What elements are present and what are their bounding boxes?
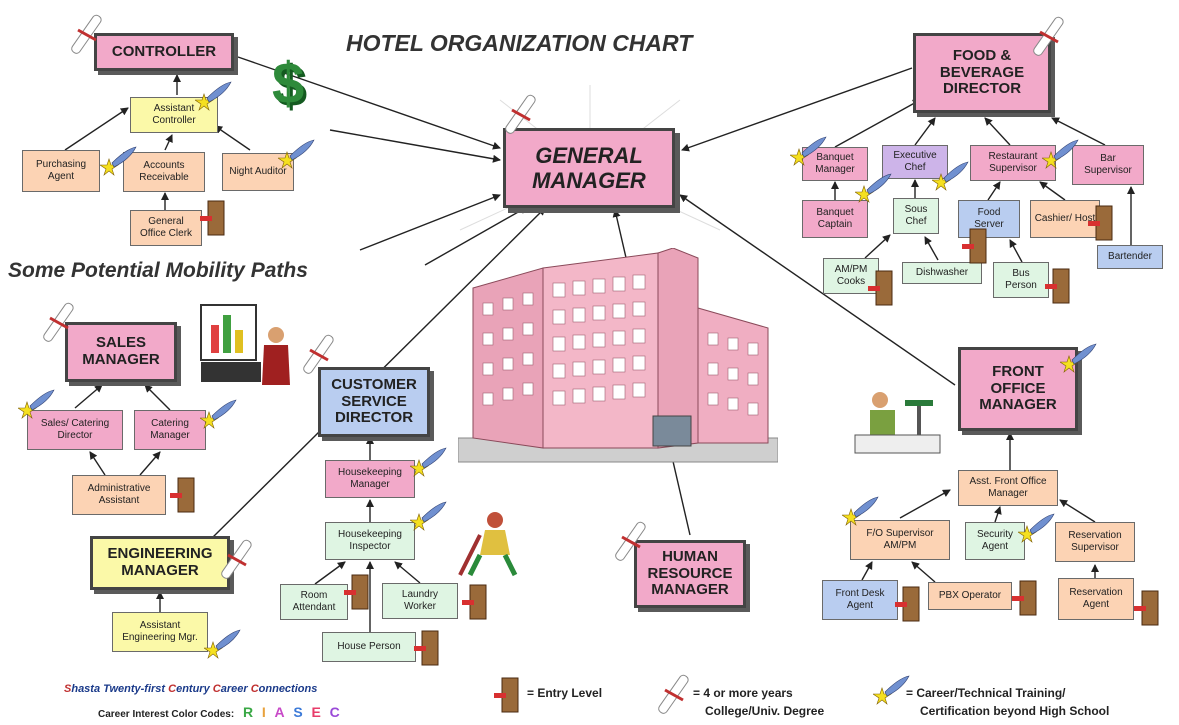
- hotel-building-icon: [458, 248, 778, 463]
- diploma-icon: [43, 302, 74, 342]
- star-feather-icon: [1042, 139, 1079, 169]
- bar-supervisor-box: Bar Supervisor: [1072, 145, 1144, 185]
- banquet-captain-box: Banquet Captain: [802, 200, 868, 238]
- asst-front-office-manager-box: Asst. Front Office Manager: [958, 470, 1058, 506]
- bus-person-box: Bus Person: [993, 262, 1049, 298]
- housekeeper-icon: [458, 512, 518, 577]
- star-feather-icon: [1060, 343, 1097, 373]
- door-icon: [1012, 580, 1037, 616]
- customer-service-director-box: CUSTOMER SERVICE DIRECTOR: [318, 367, 430, 437]
- door-icon: [494, 677, 519, 713]
- diploma-icon: [221, 539, 252, 579]
- star-feather-icon: [855, 173, 892, 203]
- accounts-receivable-box: Accounts Receivable: [123, 152, 205, 192]
- door-icon: [414, 630, 439, 666]
- diploma-icon: [71, 14, 102, 54]
- door-icon: [344, 574, 369, 610]
- star-feather-icon: [842, 496, 879, 526]
- administrative-assistant-box: Administrative Assistant: [72, 475, 166, 515]
- sous-chef-box: Sous Chef: [893, 198, 939, 234]
- food-server-box: Food Server: [958, 200, 1020, 238]
- color-codes: Career Interest Color Codes: R I A S E C: [98, 704, 340, 720]
- restaurant-supervisor-box: Restaurant Supervisor: [970, 145, 1056, 181]
- housekeeping-manager-box: Housekeeping Manager: [325, 460, 415, 498]
- star-feather-icon: [195, 81, 232, 111]
- star-feather-icon: [1018, 513, 1055, 543]
- room-attendant-box: Room Attendant: [280, 584, 348, 620]
- star-feather-icon: [873, 675, 910, 705]
- reservation-agent-box: Reservation Agent: [1058, 578, 1134, 620]
- diploma-icon: [658, 674, 689, 714]
- human-resource-manager-box: HUMAN RESOURCE MANAGER: [634, 540, 746, 608]
- reader-icon: [854, 392, 941, 454]
- star-feather-icon: [18, 389, 55, 419]
- legend-degree-line2: College/Univ. Degree: [705, 704, 825, 718]
- star-feather-icon: [790, 136, 827, 166]
- catering-manager-box: Catering Manager: [134, 410, 206, 450]
- banquet-manager-box: Banquet Manager: [802, 147, 868, 181]
- housekeeping-inspector-box: Housekeeping Inspector: [325, 522, 415, 560]
- star-feather-icon: [410, 447, 447, 477]
- credit-line: Shasta Twenty-first Century Career Conne…: [64, 683, 318, 695]
- assistant-engineering-mgr-box: Assistant Engineering Mgr.: [112, 612, 208, 652]
- reservation-supervisor-box: Reservation Supervisor: [1055, 522, 1135, 562]
- sales-catering-director-box: Sales/ Catering Director: [27, 410, 123, 450]
- door-icon: [1134, 590, 1159, 626]
- door-icon: [1088, 205, 1113, 241]
- link-fb-gm: [681, 67, 913, 152]
- legend-training-line2: Certification beyond High School: [920, 704, 1110, 718]
- fb-director-box: FOOD & BEVERAGE DIRECTOR: [913, 33, 1051, 113]
- door-icon: [1045, 268, 1070, 304]
- star-feather-icon: [932, 161, 969, 191]
- link-front-gm: [679, 194, 956, 386]
- fo-supervisor-box: F/O Supervisor AM/PM: [850, 520, 950, 560]
- executive-chef-box: Executive Chef: [882, 145, 948, 179]
- controller-box: CONTROLLER: [94, 33, 234, 71]
- door-icon: [962, 228, 987, 264]
- legend-training-line1: = Career/Technical Training/: [906, 686, 1066, 700]
- general-manager-box: GENERAL MANAGER: [503, 128, 675, 208]
- bartender-box: Bartender: [1097, 245, 1163, 269]
- star-feather-icon: [278, 139, 315, 169]
- general-office-clerk-box: General Office Clerk: [130, 210, 202, 246]
- star-feather-icon: [100, 146, 137, 176]
- link-accounts-gm: [329, 129, 501, 163]
- door-icon: [200, 200, 225, 236]
- star-feather-icon: [410, 501, 447, 531]
- door-icon: [868, 270, 893, 306]
- door-icon: [170, 477, 195, 513]
- presenter-icon: [200, 304, 290, 385]
- diploma-icon: [505, 94, 536, 134]
- door-icon: [895, 586, 920, 622]
- diploma-icon: [303, 334, 334, 374]
- legend-degree-line1: = 4 or more years: [693, 686, 793, 700]
- legend-entry-level: = Entry Level: [527, 686, 603, 700]
- laundry-worker-box: Laundry Worker: [382, 583, 458, 619]
- link-sales-gm: [359, 193, 501, 251]
- door-icon: [462, 584, 487, 620]
- dishwasher-box: Dishwasher: [902, 262, 982, 284]
- pbx-operator-box: PBX Operator: [928, 582, 1012, 610]
- diploma-icon: [615, 521, 646, 561]
- security-agent-box: Security Agent: [965, 522, 1025, 560]
- link-csd-gm: [424, 206, 528, 266]
- house-person-box: House Person: [322, 632, 416, 662]
- link-controller-gm: [237, 56, 501, 150]
- dollar-icon: $: [272, 51, 305, 116]
- engineering-manager-box: ENGINEERING MANAGER: [90, 536, 230, 590]
- chart-title: HOTEL ORGANIZATION CHART: [346, 30, 693, 56]
- cashier-host-box: Cashier/ Host: [1030, 200, 1100, 238]
- sales-manager-box: SALES MANAGER: [65, 322, 177, 382]
- star-feather-icon: [200, 399, 237, 429]
- front-office-manager-box: FRONT OFFICE MANAGER: [958, 347, 1078, 431]
- front-desk-agent-box: Front Desk Agent: [822, 580, 898, 620]
- mobility-subtitle: Some Potential Mobility Paths: [8, 259, 308, 282]
- diploma-icon: [1033, 16, 1064, 56]
- star-feather-icon: [204, 629, 241, 659]
- purchasing-agent-box: Purchasing Agent: [22, 150, 100, 192]
